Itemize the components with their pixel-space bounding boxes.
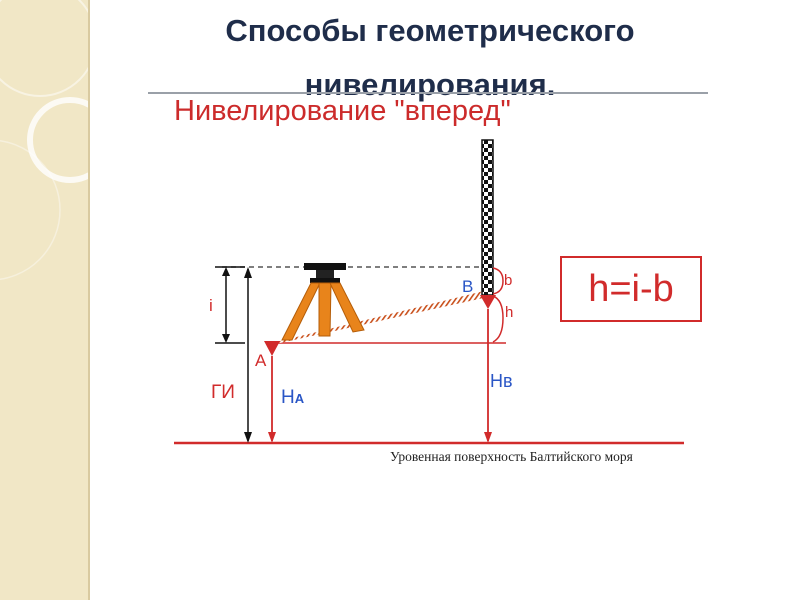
point-b-marker (480, 295, 496, 309)
formula-text: h=i-b (588, 267, 674, 310)
label-b: b (504, 272, 512, 289)
label-i: i (209, 296, 213, 315)
label-gi: ГИ (211, 382, 235, 403)
label-point-a: А (255, 351, 267, 370)
label-point-b: В (462, 277, 473, 296)
label-hb: Нв (490, 371, 513, 391)
label-ha-sub: А (295, 391, 305, 406)
leveling-staff (481, 139, 494, 296)
ha-dimension-arrow (268, 356, 276, 443)
label-h: h (505, 304, 513, 321)
i-dimension-arrow (215, 266, 245, 344)
page-title: Способы геометрического нивелирования. (150, 4, 710, 112)
b-bracket (492, 267, 504, 295)
baseline-caption: Уровенная поверхность Балтийского моря (390, 449, 633, 464)
h-bracket (492, 295, 504, 343)
formula-box: h=i-b (560, 256, 702, 322)
gi-dimension-arrow (244, 267, 252, 443)
label-ha-main: Н (281, 387, 295, 408)
level-instrument-icon (281, 263, 365, 341)
decorative-side-band (0, 0, 88, 600)
title-line-2: нивелирования. (304, 67, 556, 102)
label-ha: НА (281, 387, 305, 408)
side-band-edge (88, 0, 90, 600)
point-a-marker (264, 341, 280, 356)
diagram-subtitle: Нивелирование "вперед" (174, 95, 511, 127)
title-line-1: Способы геометрического (225, 13, 635, 48)
hb-dimension-arrow (484, 309, 492, 443)
decorative-circles (0, 0, 88, 281)
title-divider (148, 92, 708, 94)
